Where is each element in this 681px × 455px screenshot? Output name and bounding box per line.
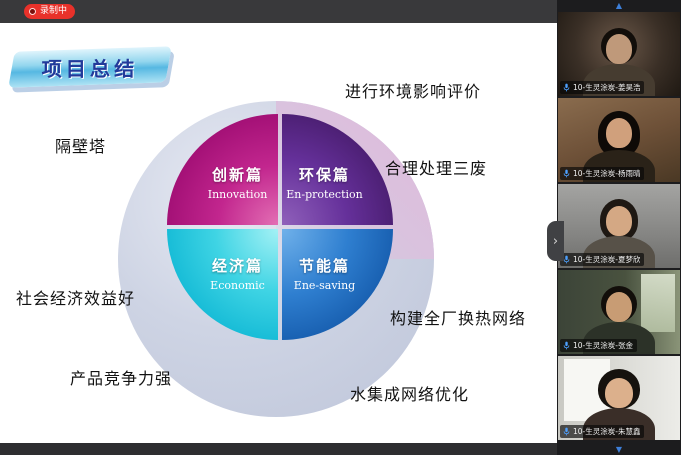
participant-name-bar: 10-生灵涂炭-朱慧鑫 [560,425,645,438]
slide-label: 合理处理三废 [385,159,488,178]
scroll-down-icon: ▼ [615,445,623,454]
slide-label: 隔壁塔 [55,137,107,156]
quadrant-economic: 经济篇 Economic [167,229,278,340]
mic-icon [562,427,571,436]
scroll-up-button[interactable]: ▲ [557,0,681,11]
quadrant-economic-title: 经济篇 [211,257,263,275]
quadrant-economic-subtitle: Economic [210,279,265,292]
video-sidebar: ▲ 10-生灵涂炭-姜昊浩 [557,0,681,455]
participant-name-bar: 10-生灵涂炭-夏梦欣 [560,253,645,266]
slide-title-banner: 项目总结 [8,46,172,88]
slide-label: 进行环境影响评价 [345,82,482,101]
participant-video[interactable]: 10-生灵涂炭-朱慧鑫 [558,356,680,440]
collapse-sidebar-button[interactable]: › [547,221,564,261]
quadrant-energy-subtitle: Ene-saving [293,279,356,292]
shared-screen-slide: 项目总结 创新篇 Innovation 环保篇 En-protection 经济… [0,23,557,443]
mic-icon [562,341,571,350]
slide-label: 社会经济效益好 [16,289,136,308]
slide-label: 构建全厂换热网络 [390,309,527,328]
participant-avatar [558,356,680,440]
participant-video[interactable]: 10-生灵涂炭-杨雨晴 [558,98,680,182]
participant-name: 10-生灵涂炭-杨雨晴 [573,169,641,178]
quadrant-environment-title: 环保篇 [298,166,350,184]
participant-video[interactable]: 10-生灵涂炭-夏梦欣 [558,184,680,268]
top-bar: 录制中 [0,0,681,23]
participant-video[interactable]: 10-生灵涂炭-张金 [558,270,680,354]
quadrant-innovation: 创新篇 Innovation [167,114,278,225]
participant-name-bar: 10-生灵涂炭-张金 [560,339,637,352]
recording-dot-icon [29,8,36,15]
quadrant-innovation-title: 创新篇 [211,166,263,184]
mic-icon [562,255,571,264]
participant-name-bar: 10-生灵涂炭-姜昊浩 [560,81,645,94]
scroll-up-icon: ▲ [615,1,623,10]
recording-badge[interactable]: 录制中 [24,4,76,19]
quadrant-environment: 环保篇 En-protection [282,114,393,225]
mic-icon [562,169,571,178]
participant-name: 10-生灵涂炭-姜昊浩 [573,83,641,92]
participant-name-bar: 10-生灵涂炭-杨雨晴 [560,167,645,180]
scroll-down-button[interactable]: ▼ [557,444,681,455]
chevron-right-icon: › [552,233,559,249]
recording-label: 录制中 [40,6,68,16]
participant-video[interactable]: 10-生灵涂炭-姜昊浩 [558,12,680,96]
quadrant-environment-subtitle: En-protection [286,188,363,201]
participant-name: 10-生灵涂炭-夏梦欣 [573,255,641,264]
slide-label: 产品竞争力强 [70,369,173,388]
diagram-quadrant-circle: 创新篇 Innovation 环保篇 En-protection 经济篇 Eco… [167,114,393,340]
quadrant-energy: 节能篇 Ene-saving [282,229,393,340]
mic-icon [562,83,571,92]
quadrant-energy-title: 节能篇 [298,257,350,275]
participant-name: 10-生灵涂炭-张金 [573,341,633,350]
slide-title: 项目总结 [41,56,139,81]
quadrant-innovation-subtitle: Innovation [207,188,268,201]
bottom-strip [0,443,557,455]
participant-name: 10-生灵涂炭-朱慧鑫 [573,427,641,436]
participant-tiles: 10-生灵涂炭-姜昊浩 10-生灵涂炭-杨雨晴 [558,12,680,440]
slide-label: 水集成网络优化 [350,385,470,404]
